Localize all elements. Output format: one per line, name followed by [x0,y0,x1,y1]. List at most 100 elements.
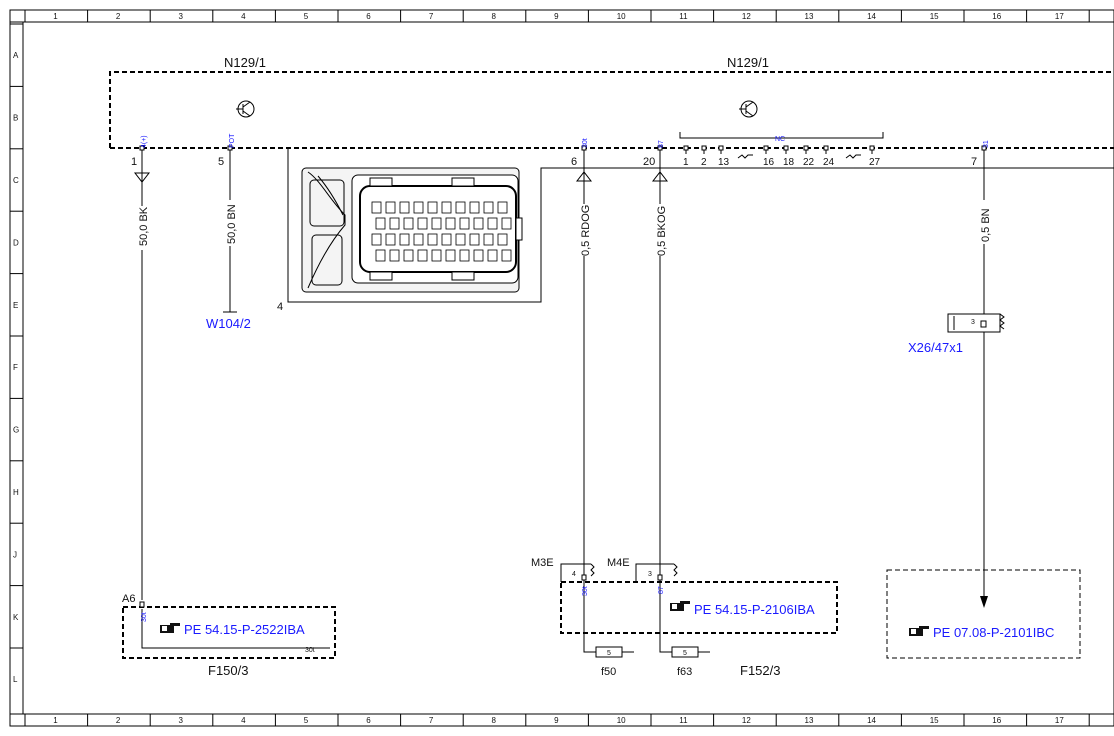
svg-text:1: 1 [131,156,137,168]
svg-text:7: 7 [971,156,977,168]
grid-col-label: 17 [1055,716,1064,725]
grid-col-label: 10 [617,12,626,21]
svg-text:5: 5 [218,156,224,168]
nc-pin-label: 16 [763,157,775,168]
svg-text:POT: POT [229,133,236,148]
nc-pin-label: 2 [701,157,707,168]
grid-col-label: 1 [53,716,58,725]
grid-col-label: 14 [867,12,876,21]
grid-col-label: 15 [930,716,939,725]
pin-6: 6 30t 0,5 RDOG [571,138,593,633]
connector-cavity [371,201,382,214]
grid-row-label: D [13,238,19,247]
pin-5: 5 POT 50,0 BN W104/2 [206,133,251,331]
connector-cavity [375,217,386,230]
grid-col-label: 13 [805,12,814,21]
wire-label-20: 0,5 BKOG [656,206,668,256]
nc-label: NC [775,136,785,143]
pin-7: 7 31 0,5 BN [971,140,992,608]
grid-col-label: 16 [992,12,1001,21]
pin-20: 20 87 0,5 BKOG [643,140,669,633]
connector-cavity [413,201,424,214]
grid-row-label: C [13,176,19,185]
svg-text:30t: 30t [141,612,148,622]
ecu-housing-top [109,71,1114,148]
grid-row-label: B [13,114,18,123]
ecu-label-left: N129/1 [224,55,266,70]
x26-connector: 3 X26/47x1 [908,313,1005,355]
f152-module: M3E M4E 4 3 30t 87 PE 54.15-P-2106IBA F1… [531,557,838,678]
transistor-icon [236,100,255,118]
connector-cavity [455,201,466,214]
grid-col-label: 5 [304,12,309,21]
svg-text:4: 4 [572,571,576,578]
ref-link-1[interactable]: PE 54.15-P-2522IBA [184,622,305,637]
grid-col-label: 9 [554,716,559,725]
a6-label: A6 [122,593,135,605]
connector-cavity [389,249,400,262]
connector-cavity [483,233,494,246]
f150-module: A6 30t 30t F150/3 PE 54.15-P-2522IBA [122,593,336,678]
grid-col-label: 11 [679,716,688,725]
connector-cavity [455,233,466,246]
connector-cavity [431,249,442,262]
wire-label-1: 50,0 BK [138,206,150,246]
svg-text:4(+): 4(+) [141,135,148,148]
svg-text:3: 3 [648,571,652,578]
connector-cavity [497,201,508,214]
svg-text:30t: 30t [305,647,315,654]
grid-col-label: 11 [679,12,688,21]
ref-link-3[interactable]: PE 07.08-P-2101IBC [933,625,1054,640]
grid-col-label: 4 [241,12,246,21]
nc-pin-label: 18 [783,157,795,168]
hand-pointer-icon [670,601,690,611]
connector-cavity [441,233,452,246]
grid-col-label: 6 [366,716,371,725]
connector-cavity [487,249,498,262]
connector-cavity [371,233,382,246]
grid-col-label: 7 [429,716,434,725]
connector-cavity [403,249,414,262]
connector-cavity [427,233,438,246]
wire-label-6: 0,5 RDOG [580,205,592,256]
grid-row-label: L [13,675,18,684]
wire-label-5: 50,0 BN [226,204,238,244]
connector-cavity [399,201,410,214]
grid-col-label: 17 [1055,12,1064,21]
m3e-label: M3E [531,557,554,569]
ref-link-2[interactable]: PE 54.15-P-2106IBA [694,602,815,617]
grid-row-label: A [13,51,19,60]
grid-col-label: 9 [554,12,559,21]
grid-col-label: 2 [116,12,121,21]
connector-cavity [417,249,428,262]
connector-cavity [445,217,456,230]
wire-label-7: 0,5 BN [980,208,992,242]
f50-label: f50 [601,666,616,678]
grid-row-label: K [13,613,19,622]
grid-col-label: 8 [492,12,497,21]
connector-cavity [441,201,452,214]
svg-text:30t: 30t [582,138,589,148]
svg-text:87: 87 [658,140,665,148]
connector-cavity [469,233,480,246]
grid-col-label: 3 [179,12,184,21]
x26-label[interactable]: X26/47x1 [908,340,963,355]
svg-text:30t: 30t [582,586,589,596]
connector-cavity [385,233,396,246]
grid-row-label: G [13,426,19,435]
connector-ref-label: 4 [277,301,283,313]
w104-label[interactable]: W104/2 [206,316,251,331]
grid-col-label: 2 [116,716,121,725]
svg-text:5: 5 [683,650,687,657]
m4e-label: M4E [607,557,630,569]
grid-row-label: J [13,550,17,559]
f152-label: F152/3 [740,663,780,678]
grid-row-label: E [13,301,18,310]
transistor-icon [739,100,758,118]
svg-text:3: 3 [971,319,975,326]
grid-row-label: H [13,488,19,497]
